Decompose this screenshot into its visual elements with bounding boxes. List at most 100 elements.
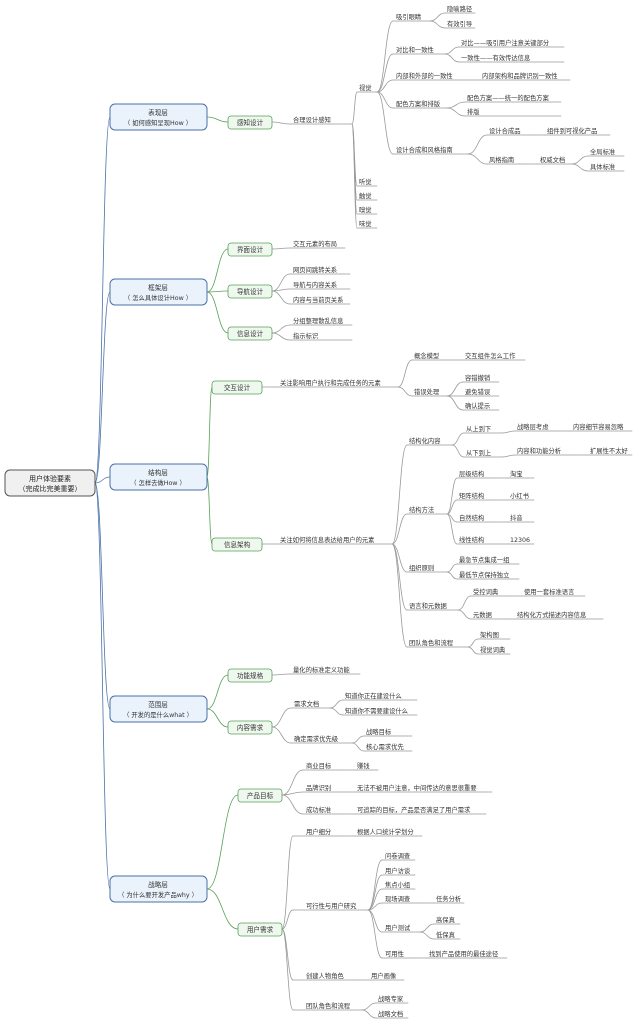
connector bbox=[271, 332, 291, 341]
node-label: 用户测试 bbox=[385, 923, 411, 932]
connector bbox=[446, 563, 458, 573]
layer-skeleton[interactable]: 框架层 （ 怎么具体设计How ） bbox=[109, 278, 208, 306]
connector bbox=[351, 123, 358, 229]
branch-information-design[interactable]: 信息设计 bbox=[227, 326, 273, 341]
connector bbox=[281, 909, 294, 930]
branch-interaction-design[interactable]: 交互设计 bbox=[211, 380, 263, 395]
connector bbox=[391, 513, 408, 545]
connector bbox=[391, 444, 408, 545]
connector bbox=[391, 543, 408, 648]
layer-presentation[interactable]: 表现层 （ 如何感知呈现How ） bbox=[109, 103, 208, 131]
svg-text:界面设计: 界面设计 bbox=[237, 245, 264, 254]
node-label: 听觉 bbox=[359, 177, 372, 186]
node-label: 线性结构 bbox=[459, 535, 484, 544]
svg-text:感知设计: 感知设计 bbox=[237, 118, 264, 127]
svg-text:交互设计: 交互设计 bbox=[224, 383, 251, 392]
node-label: 组件到可视化产品 bbox=[547, 126, 597, 135]
connector bbox=[281, 791, 304, 796]
connector bbox=[376, 91, 394, 109]
node-label: 对比——吸引用户注意关键部分 bbox=[461, 38, 550, 47]
connector bbox=[351, 91, 358, 125]
node-label: 嗅觉 bbox=[359, 205, 372, 214]
layer-title: 结构层 bbox=[148, 468, 168, 477]
connector bbox=[446, 381, 464, 397]
connector bbox=[206, 674, 229, 710]
connector bbox=[429, 12, 446, 22]
connector bbox=[501, 454, 516, 458]
node-label: 结构化方式描述内容信息 bbox=[517, 610, 586, 619]
node-label: 设计合成品 bbox=[489, 126, 520, 135]
root-node[interactable]: 用户体验要素 （完成比完美重要） bbox=[4, 469, 96, 497]
node-label: 问卷调查 bbox=[385, 851, 411, 860]
branch-product-goals[interactable]: 产品目标 bbox=[237, 788, 283, 803]
connector bbox=[376, 53, 394, 93]
node-label: 内容细节容易忽略 bbox=[573, 422, 624, 431]
node-label: 任务分析 bbox=[436, 894, 462, 903]
connector bbox=[571, 163, 589, 172]
node-label: 赚钱 bbox=[357, 761, 370, 770]
node-label: 错误处理 bbox=[414, 387, 440, 396]
layer-structure[interactable]: 结构层 （ 怎样去做How ） bbox=[109, 463, 208, 491]
node-label: 组织原则 bbox=[409, 563, 434, 572]
branch-interface-design[interactable]: 界面设计 bbox=[227, 242, 273, 257]
connector bbox=[281, 928, 294, 1011]
connector bbox=[457, 609, 472, 620]
connector bbox=[361, 1009, 377, 1019]
node-label: 团队角色和流程 bbox=[409, 638, 454, 647]
connector bbox=[451, 444, 465, 458]
node-label: 战略专家 bbox=[378, 994, 404, 1003]
connector bbox=[94, 116, 111, 484]
node-label: 内部和外部的一致性 bbox=[396, 71, 453, 80]
connector bbox=[571, 155, 589, 165]
node-label: 关注影响用户执行和完成任务的元素 bbox=[280, 378, 381, 387]
branch-functional-spec[interactable]: 功能规格 bbox=[227, 668, 273, 683]
connector bbox=[94, 291, 111, 484]
node-label: 12306 bbox=[510, 537, 530, 544]
branch-user-needs[interactable]: 用户需求 bbox=[237, 922, 283, 937]
layer-title: 框架层 bbox=[148, 283, 168, 292]
node-label: 抖音 bbox=[510, 513, 523, 522]
node-label: 可用性 bbox=[385, 949, 404, 958]
connector bbox=[467, 134, 488, 155]
node-label: 最急节点集成一组 bbox=[459, 555, 510, 564]
node-label: 可行性与用户研究 bbox=[306, 901, 357, 910]
branch-content-requirements[interactable]: 内容需求 bbox=[227, 720, 273, 735]
connector bbox=[376, 20, 394, 93]
layer-strategy[interactable]: 战略层 （ 为什么要开发产品why ） bbox=[109, 875, 208, 903]
connector bbox=[446, 395, 464, 411]
node-label: 战略目标 bbox=[366, 727, 392, 736]
connector bbox=[419, 931, 435, 940]
branch-information-architecture[interactable]: 信息架构 bbox=[211, 537, 263, 552]
node-label: 配色方案——统一的配色方案 bbox=[467, 93, 550, 102]
branch-navigation-design[interactable]: 导航设计 bbox=[227, 284, 273, 299]
svg-text:导航设计: 导航设计 bbox=[237, 287, 264, 296]
node-label: 高保真 bbox=[436, 915, 455, 924]
connector bbox=[94, 482, 111, 890]
node-label: 元数据 bbox=[473, 610, 493, 619]
connector bbox=[376, 79, 394, 93]
node-label: 确定需求优先级 bbox=[294, 734, 339, 743]
svg-text:产品目标: 产品目标 bbox=[247, 791, 274, 800]
connector bbox=[94, 476, 111, 484]
connector bbox=[351, 735, 365, 744]
node-label: 架构图 bbox=[480, 630, 499, 639]
connector bbox=[206, 248, 229, 293]
node-label: 有效引导 bbox=[447, 19, 472, 28]
node-label: 内容和功能分析 bbox=[517, 446, 562, 455]
connector bbox=[467, 646, 479, 655]
branch-perception-design[interactable]: 感知设计 bbox=[227, 115, 273, 130]
connector bbox=[367, 888, 383, 911]
connector bbox=[206, 888, 239, 930]
connector bbox=[446, 101, 466, 109]
layer-subtitle: （ 怎么具体设计How ） bbox=[124, 293, 192, 302]
node-label: 用户细分 bbox=[306, 827, 332, 836]
connector bbox=[367, 909, 383, 959]
node-label: 设计合成和风格指南 bbox=[396, 145, 453, 154]
layer-scope[interactable]: 范围层 （ 开发的是什么what ） bbox=[109, 695, 208, 723]
node-label: 最低节点保持独立 bbox=[459, 570, 509, 579]
connector bbox=[206, 386, 213, 478]
connector bbox=[206, 290, 229, 293]
connector bbox=[361, 1002, 377, 1011]
connector bbox=[206, 116, 229, 123]
node-label: 焦点小组 bbox=[385, 880, 411, 889]
